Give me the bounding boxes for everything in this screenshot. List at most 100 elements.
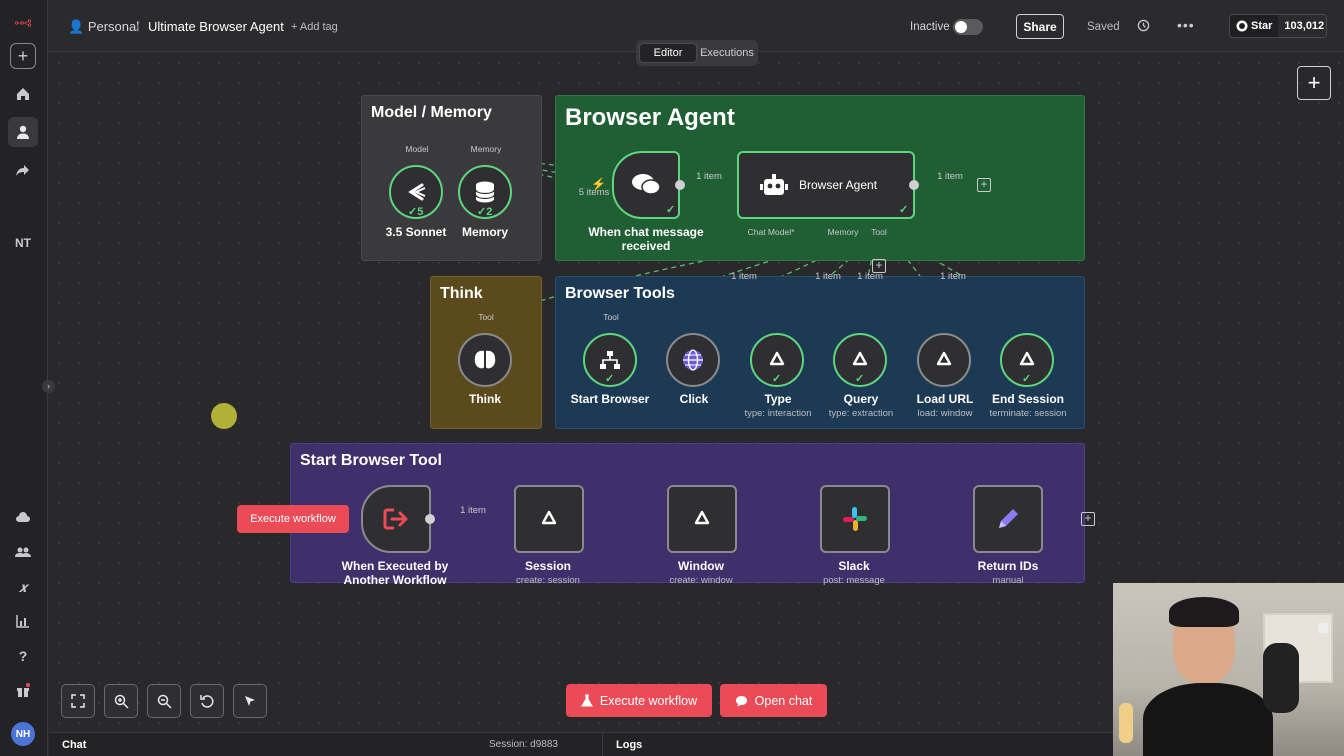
group-title: Think xyxy=(440,285,483,302)
avatar[interactable]: NH xyxy=(11,722,35,746)
node-query[interactable]: ✓ xyxy=(833,333,887,387)
node-label: End Session xyxy=(991,392,1065,406)
node-sonnet[interactable]: ✓5 xyxy=(389,165,443,219)
tidy-up-button[interactable] xyxy=(233,684,267,718)
webcam-overlay xyxy=(1113,583,1344,756)
tab-editor[interactable]: Editor xyxy=(639,43,697,63)
node-click[interactable] xyxy=(666,333,720,387)
sidebar-initials[interactable]: NT xyxy=(15,236,31,250)
chart-icon[interactable] xyxy=(8,606,38,636)
node-type[interactable]: ✓ xyxy=(750,333,804,387)
node-start-browser[interactable]: ✓ xyxy=(583,333,637,387)
tab-executions[interactable]: Executions xyxy=(700,47,754,59)
user-icon[interactable] xyxy=(8,117,38,147)
session-id: Session: d9883 xyxy=(489,739,558,750)
group-title: Browser Agent xyxy=(565,104,735,131)
node-label: 3.5 Sonnet xyxy=(385,225,447,239)
zoom-out-icon xyxy=(157,694,172,709)
node-return-ids[interactable] xyxy=(973,485,1043,553)
edge-label: 1 item xyxy=(460,505,486,516)
breadcrumb-separator: / xyxy=(136,19,140,34)
node-load-url[interactable] xyxy=(917,333,971,387)
node-subtitle: load: window xyxy=(917,408,973,419)
success-check: ✓ xyxy=(899,204,909,216)
node-browser-agent[interactable]: Browser Agent ✓ xyxy=(737,151,915,219)
share-button[interactable]: Share xyxy=(1016,14,1064,39)
group-model-memory[interactable]: Model / Memory xyxy=(361,95,542,261)
node-slack[interactable] xyxy=(820,485,890,553)
output-handle[interactable] xyxy=(675,180,685,190)
output-handle[interactable] xyxy=(909,180,919,190)
bolt-icon: ⚡ xyxy=(591,177,606,191)
more-icon[interactable]: ••• xyxy=(1177,17,1195,33)
node-exec-trigger[interactable] xyxy=(361,485,431,553)
node-label: Return IDs xyxy=(977,559,1039,573)
add-node-button[interactable]: + xyxy=(1297,66,1331,100)
edge-label: 1 item xyxy=(937,171,963,182)
open-chat-button[interactable]: Open chat xyxy=(720,684,827,717)
variables-icon[interactable]: 𝒙 xyxy=(18,578,28,595)
divider xyxy=(602,733,603,756)
node-subtitle: post: message xyxy=(823,575,885,586)
edge-label: 1 item xyxy=(731,271,757,282)
port-label-chat-model: Chat Model* xyxy=(747,227,795,237)
history-icon[interactable] xyxy=(1137,19,1150,37)
star-count: 103,012 xyxy=(1278,15,1326,37)
edge-label: 1 item xyxy=(696,171,722,182)
gift-icon[interactable] xyxy=(8,675,38,705)
logs-panel-tab[interactable]: Logs xyxy=(616,739,643,751)
star-label: Star xyxy=(1251,20,1273,32)
node-subtitle: create: window xyxy=(669,575,733,586)
exit-arrow-icon xyxy=(383,508,408,530)
zoom-out-button[interactable] xyxy=(147,684,181,718)
workflow-canvas[interactable]: Model / Memory Browser Agent Think Brows… xyxy=(49,53,1344,733)
sidebar-expand-chevron-icon[interactable]: › xyxy=(42,380,55,393)
add-tool-plus-icon[interactable]: + xyxy=(872,259,886,273)
cloud-icon[interactable] xyxy=(8,503,38,533)
success-check: ✓2 xyxy=(477,206,493,218)
node-end-session[interactable]: ✓ xyxy=(1000,333,1054,387)
success-check: ✓ xyxy=(772,373,782,385)
add-node-plus-icon[interactable]: + xyxy=(1081,512,1095,526)
share-icon[interactable] xyxy=(8,155,38,185)
recycle-icon xyxy=(694,510,710,525)
node-window[interactable] xyxy=(667,485,737,553)
home-icon[interactable] xyxy=(8,79,38,109)
chat-bubble-icon xyxy=(735,695,747,706)
active-toggle[interactable] xyxy=(953,19,983,35)
workflow-name[interactable]: Ultimate Browser Agent xyxy=(148,19,284,34)
node-session[interactable] xyxy=(514,485,584,553)
node-think[interactable] xyxy=(458,333,512,387)
github-star-button[interactable]: Star 103,012 xyxy=(1229,14,1327,38)
help-icon[interactable]: ? xyxy=(18,648,28,664)
people-icon[interactable] xyxy=(8,537,38,567)
output-handle[interactable] xyxy=(425,514,435,524)
recycle-icon xyxy=(1019,351,1035,366)
add-tag-link[interactable]: + Add tag xyxy=(291,21,338,33)
group-title: Start Browser Tool xyxy=(300,452,442,469)
execute-workflow-button[interactable]: Execute workflow xyxy=(566,684,712,717)
robot-icon xyxy=(760,174,788,195)
node-label: Another Workflow xyxy=(343,573,447,587)
execute-workflow-node-button[interactable]: Execute workflow xyxy=(237,505,349,533)
node-label: When Executed by xyxy=(341,559,449,573)
group-browser-tools[interactable]: Browser Tools xyxy=(555,276,1085,429)
node-label: received xyxy=(621,239,671,253)
port-label-tool: Tool xyxy=(871,227,887,237)
sitemap-icon xyxy=(600,351,620,369)
fit-view-button[interactable] xyxy=(61,684,95,718)
logo-icon[interactable] xyxy=(6,8,40,38)
node-label: Session xyxy=(524,559,572,573)
chat-panel-tab[interactable]: Chat xyxy=(62,739,87,751)
plus-icon[interactable]: + xyxy=(10,43,36,69)
cursor-icon xyxy=(245,696,255,706)
port-label-memory: Memory xyxy=(470,144,502,154)
globe-icon xyxy=(683,349,703,371)
workspace-breadcrumb[interactable]: 👤 Personal xyxy=(68,19,139,35)
reset-zoom-button[interactable] xyxy=(190,684,224,718)
add-node-plus-icon[interactable]: + xyxy=(977,178,991,192)
port-label-model: Model xyxy=(405,144,429,154)
zoom-in-button[interactable] xyxy=(104,684,138,718)
node-memory[interactable]: ✓2 xyxy=(458,165,512,219)
node-chat-trigger[interactable]: ✓ xyxy=(612,151,680,219)
